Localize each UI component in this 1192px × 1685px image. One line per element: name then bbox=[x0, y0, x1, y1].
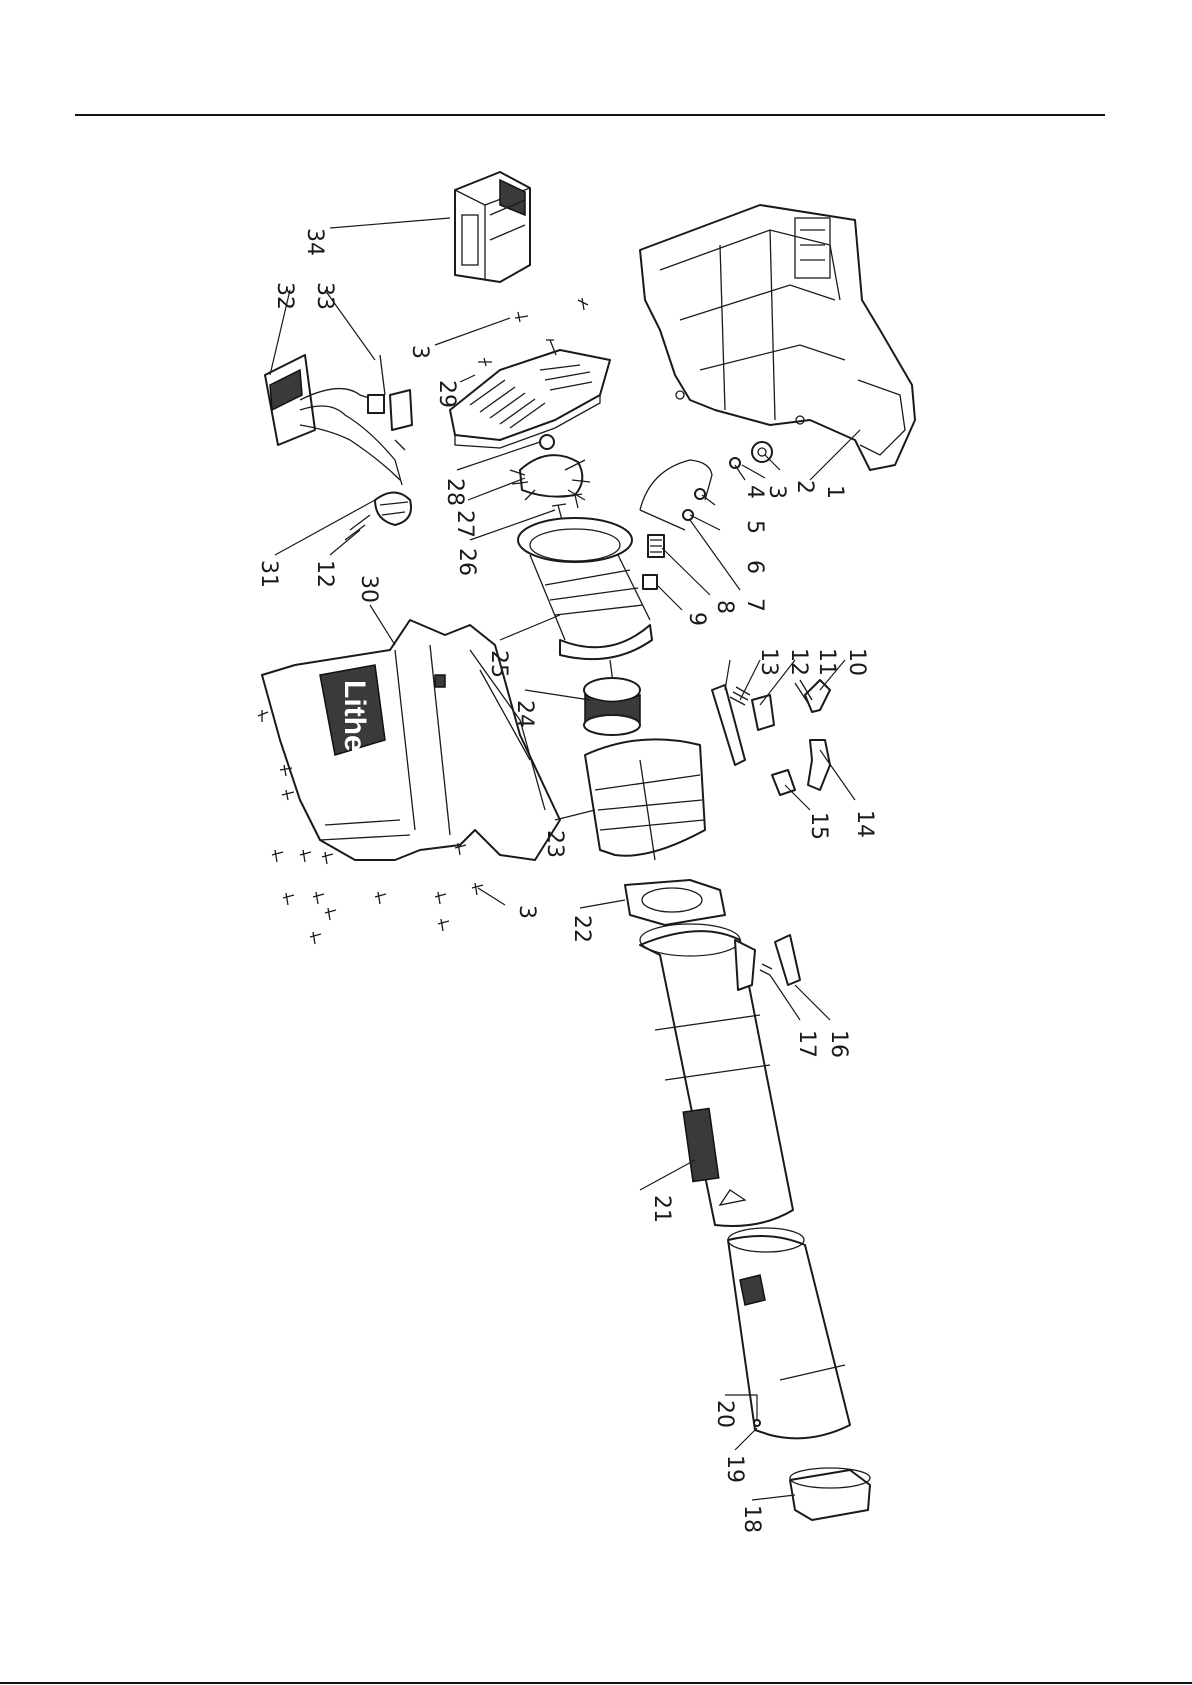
callout-4: 4 bbox=[742, 485, 767, 499]
callout-23: 23 bbox=[542, 830, 567, 858]
callout-32: 32 bbox=[272, 282, 297, 310]
callout-9: 9 bbox=[684, 612, 709, 626]
part-31-switch-knob bbox=[345, 493, 411, 541]
callout-18: 18 bbox=[739, 1505, 764, 1533]
callout-27: 27 bbox=[452, 510, 477, 538]
part-28-nut bbox=[540, 435, 554, 449]
callout-11: 11 bbox=[814, 648, 839, 676]
callout-8: 8 bbox=[712, 600, 737, 614]
callout-30: 30 bbox=[356, 575, 381, 603]
callout-33: 33 bbox=[312, 282, 337, 310]
callout-22: 22 bbox=[569, 915, 594, 943]
callout-34: 34 bbox=[302, 228, 327, 256]
part-23-fan-housing bbox=[585, 739, 705, 860]
callout-12-right: 12 bbox=[786, 648, 811, 676]
callout-20: 20 bbox=[712, 1400, 737, 1428]
callout-28: 28 bbox=[442, 478, 467, 506]
parts-16-17-latch bbox=[760, 935, 800, 985]
callout-7: 7 bbox=[742, 598, 767, 612]
brand-label: Litheli bbox=[338, 680, 371, 768]
part-20-nozzle bbox=[728, 1228, 850, 1438]
callout-16: 16 bbox=[826, 1030, 851, 1058]
callout-26: 26 bbox=[454, 548, 479, 576]
callout-2: 2 bbox=[792, 480, 817, 494]
callout-31: 31 bbox=[256, 560, 281, 588]
callout-21: 21 bbox=[649, 1195, 674, 1223]
part-18-end-ring bbox=[790, 1468, 870, 1520]
callout-3-lower: 3 bbox=[514, 905, 539, 919]
part-34-battery bbox=[455, 172, 530, 282]
callout-3-top: 3 bbox=[407, 345, 432, 359]
callout-10: 10 bbox=[844, 648, 869, 676]
part-25-fan-cage bbox=[518, 518, 652, 659]
part-22-ring bbox=[625, 880, 725, 925]
part-32-controller bbox=[265, 355, 405, 485]
part-1-rear-housing bbox=[640, 205, 915, 470]
callout-13: 13 bbox=[756, 648, 781, 676]
callout-14: 14 bbox=[852, 810, 877, 838]
callout-24: 24 bbox=[512, 700, 537, 728]
parts-10-15-trigger bbox=[712, 680, 830, 795]
part-30-front-housing: Litheli bbox=[262, 620, 560, 860]
callout-5: 5 bbox=[742, 520, 767, 534]
part-21-blower-tube bbox=[640, 924, 793, 1226]
callout-19: 19 bbox=[722, 1455, 747, 1483]
part-29-grille-cover bbox=[450, 350, 610, 448]
callout-1: 1 bbox=[822, 485, 847, 499]
callout-29: 29 bbox=[434, 380, 459, 408]
callout-17: 17 bbox=[794, 1030, 819, 1058]
callout-15: 15 bbox=[806, 812, 831, 840]
part-24-motor bbox=[584, 660, 640, 735]
callout-6: 6 bbox=[742, 560, 767, 574]
part-33-small-pcb bbox=[380, 355, 412, 430]
part-26-screws bbox=[552, 494, 582, 520]
part-27-fan bbox=[510, 455, 590, 500]
callout-12-left: 12 bbox=[312, 560, 337, 588]
callout-25: 25 bbox=[486, 650, 511, 678]
